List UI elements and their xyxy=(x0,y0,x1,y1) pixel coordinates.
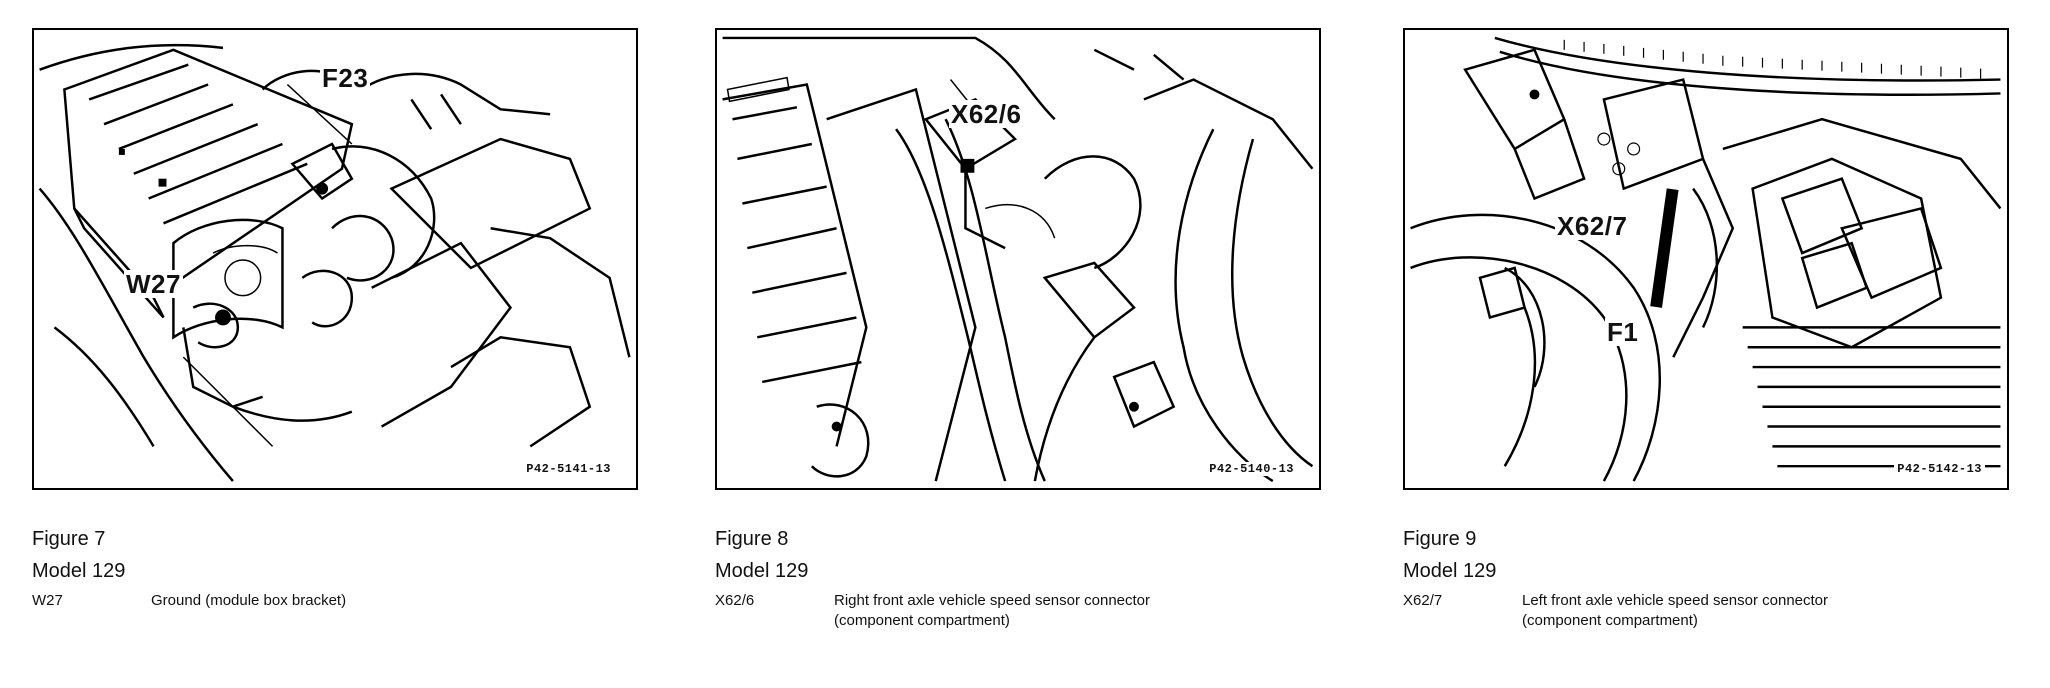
figure-7: F23 W27 P42-5141-13 Figure 7 Model 129 W… xyxy=(32,0,652,688)
legend-code: X62/7 xyxy=(1403,592,1443,609)
engine-compartment-drawing-9 xyxy=(1410,36,2002,482)
figure-8: X62/6 P42-5140-13 Figure 8 Model 129 X62… xyxy=(715,0,1335,688)
legend-code: W27 xyxy=(32,592,63,609)
figure-title: Figure 7 xyxy=(32,528,106,550)
figure-title: Figure 8 xyxy=(715,528,789,550)
figure-9-illustration: X62/7 F1 P42-5142-13 xyxy=(1403,28,2009,490)
callout-f23: F23 xyxy=(320,63,371,93)
callout-x62-6: X62/6 xyxy=(949,99,1024,129)
figure-title: Figure 9 xyxy=(1403,528,1477,550)
engine-compartment-drawing-7 xyxy=(38,43,631,482)
figure-9: X62/7 F1 P42-5142-13 Figure 9 Model 129 … xyxy=(1403,0,2023,688)
engine-compartment-drawing-8 xyxy=(722,36,1314,483)
model-label: Model 129 xyxy=(32,560,126,582)
callout-w27: W27 xyxy=(124,269,183,299)
legend-description: Right front axle vehicle speed sensor co… xyxy=(834,592,1151,629)
reference-code: P42-5142-13 xyxy=(1894,462,1985,476)
model-label: Model 129 xyxy=(1403,560,1497,582)
legend-description: Left front axle vehicle speed sensor con… xyxy=(1522,592,1829,629)
figure-8-illustration: X62/6 P42-5140-13 xyxy=(715,28,1321,490)
reference-code: P42-5141-13 xyxy=(523,462,614,476)
callout-f1: F1 xyxy=(1605,317,1641,347)
reference-code: P42-5140-13 xyxy=(1206,462,1297,476)
callout-x62-7: X62/7 xyxy=(1555,211,1630,241)
legend-code: X62/6 xyxy=(715,592,755,609)
legend-description: Ground (module box bracket) xyxy=(151,592,347,609)
model-label: Model 129 xyxy=(715,560,809,582)
figure-7-illustration: F23 W27 P42-5141-13 xyxy=(32,28,638,490)
